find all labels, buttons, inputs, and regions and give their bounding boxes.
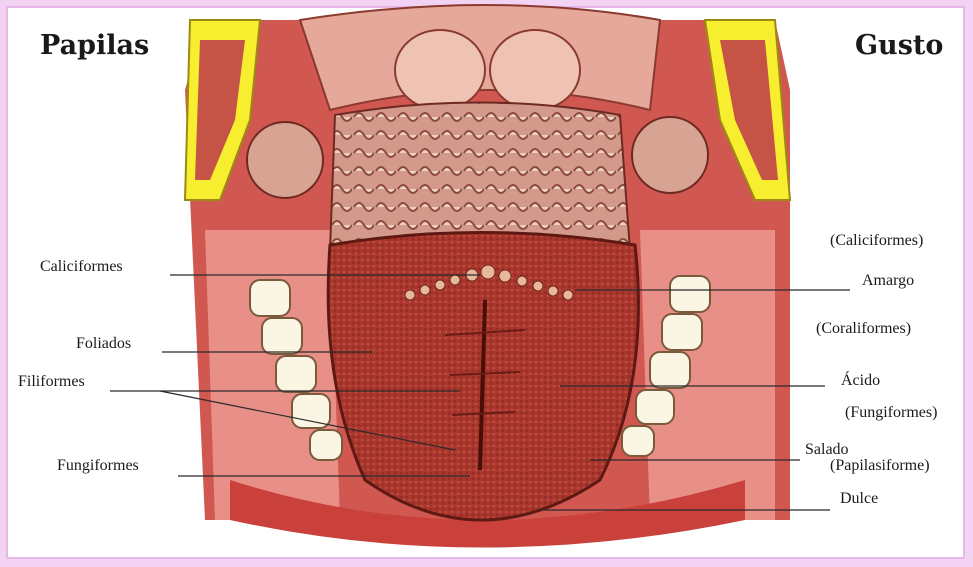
note-fungiformes: (Fungiformes) <box>845 405 937 421</box>
tongue-root <box>330 103 630 251</box>
label-fungiformes: Fungiformes <box>57 458 139 474</box>
label-amargo: Amargo <box>862 273 914 289</box>
label-dulce: Dulce <box>840 491 878 507</box>
note-coraliformes: (Coraliformes) <box>816 321 911 337</box>
uvula-right <box>490 30 580 110</box>
title-gusto: Gusto <box>855 32 943 59</box>
label-caliciformes: Caliciformes <box>40 259 123 275</box>
tonsil-left <box>247 122 323 198</box>
label-acido: Ácido <box>841 373 880 389</box>
tonsil-right <box>632 117 708 193</box>
label-filiformes: Filiformes <box>18 374 85 390</box>
note-papilasiforme: (Papilasiforme) <box>830 458 930 474</box>
title-papilas: Papilas <box>40 32 149 59</box>
note-caliciformes: (Caliciformes) <box>830 233 923 249</box>
label-foliados: Foliados <box>76 336 131 352</box>
uvula-left <box>395 30 485 110</box>
label-salado: Salado <box>805 442 849 458</box>
